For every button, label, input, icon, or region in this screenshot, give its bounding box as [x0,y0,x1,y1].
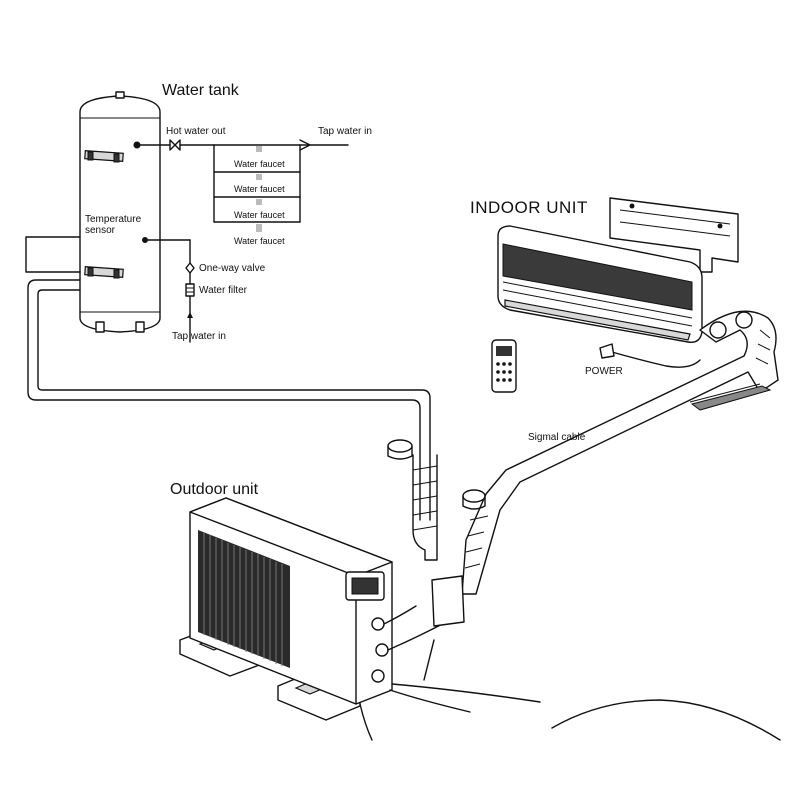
water-faucet-label-1: Water faucet [234,159,285,169]
tap-water-inlet [147,239,195,343]
ground-cables [359,575,781,741]
tap-water-in-bottom-label: Tap water in [172,331,226,342]
water-faucet-label-4: Water faucet [234,236,285,246]
indoor-unit [497,197,739,343]
outdoor-unit-label: Outdoor unit [170,481,259,498]
water-filter-label: Water filter [199,285,248,296]
tap-water-in-top-label: Tap water in [318,126,372,137]
water-faucet-label-2: Water faucet [234,184,285,194]
refrigerant-pipes-tank [25,236,438,561]
one-way-valve-label: One-way valve [199,263,266,274]
water-tank [79,91,161,333]
outdoor-unit [179,497,451,721]
water-tank-label: Water tank [162,82,240,99]
power-label: POWER [585,366,623,377]
water-faucet-label-3: Water faucet [234,210,285,220]
hot-water-out-label: Hot water out [166,126,226,137]
power-plug [599,343,701,368]
signal-cable-label: Sigmal cable [528,432,586,443]
indoor-unit-label: INDOOR UNIT [470,198,588,217]
remote-control [491,339,517,393]
signal-cable-bundle [461,310,779,595]
temperature-sensor-label-line2: sensor [85,225,116,236]
hot-water-distribution [139,139,349,232]
temperature-sensor-label-line1: Temperature [85,214,142,225]
